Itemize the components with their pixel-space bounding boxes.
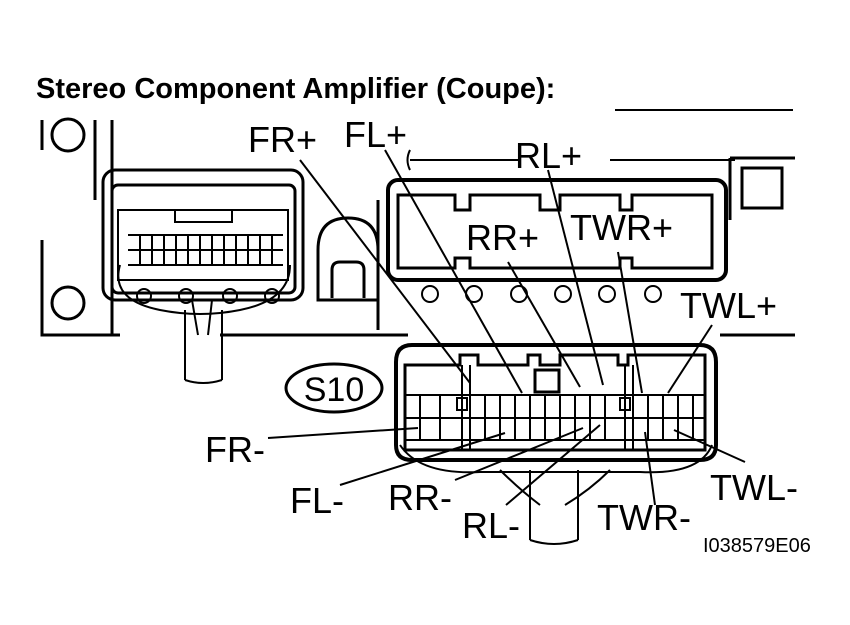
label-twl-plus: TWL+ <box>680 285 777 326</box>
label-twr-minus: TWR- <box>597 497 691 538</box>
connector-id-ellipse <box>284 362 384 414</box>
amplifier-socket <box>386 178 728 303</box>
label-fl-minus: FL- <box>290 480 344 521</box>
diagram-title: Stereo Component Amplifier (Coupe): <box>36 73 555 105</box>
label-twr-plus: TWR+ <box>570 207 673 248</box>
label-rr-plus: RR+ <box>466 217 539 258</box>
label-rl-plus: RL+ <box>515 135 582 176</box>
amplifier-housing <box>40 117 795 337</box>
figure-code: I038579E06 <box>703 535 811 557</box>
label-fr-minus: FR- <box>205 429 265 470</box>
label-twl-minus: TWL- <box>710 467 798 508</box>
left-harness-connector <box>101 168 305 384</box>
connector-id-label: S10 <box>304 371 365 409</box>
label-fr-plus: FR+ <box>248 119 317 160</box>
label-rl-minus: RL- <box>462 505 520 546</box>
label-rr-minus: RR- <box>388 477 452 518</box>
connector-latch <box>316 216 380 302</box>
leader-lines <box>267 149 746 506</box>
label-fl-plus: FL+ <box>344 114 407 155</box>
